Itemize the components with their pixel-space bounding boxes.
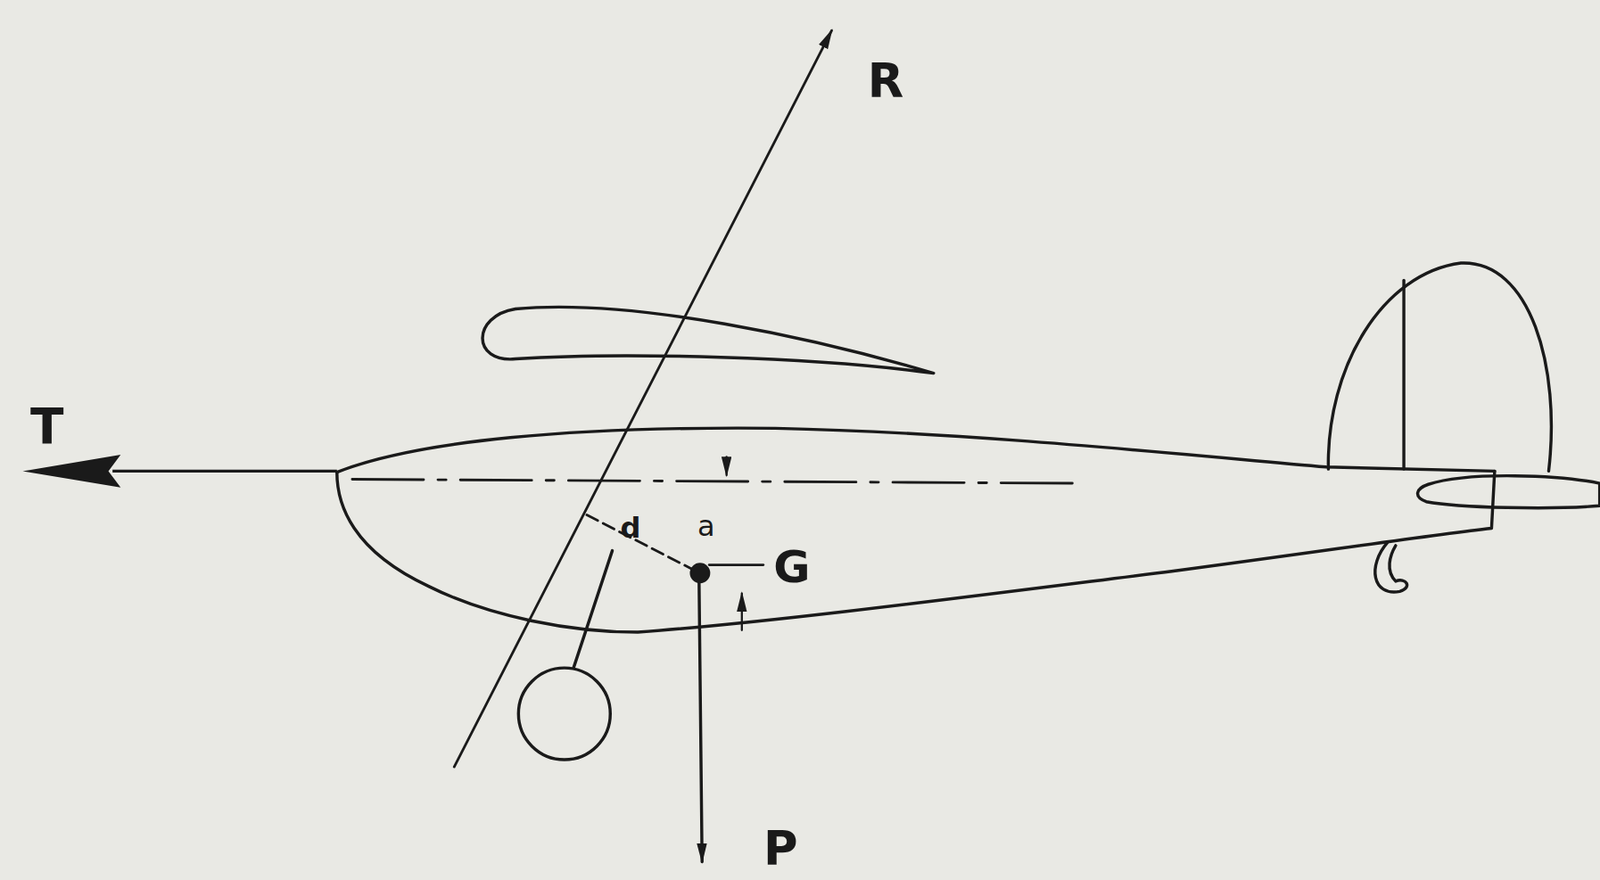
angle-arrow: [725, 456, 728, 476]
tail-wheel: [1375, 542, 1408, 593]
point-label: G: [773, 544, 810, 590]
fuselage: [337, 428, 1495, 472]
force-label: R: [867, 57, 905, 106]
g-leader: [709, 563, 764, 567]
center-of-gravity: [689, 562, 710, 584]
landing-gear-wheel: [518, 668, 611, 760]
dimension-label: d: [620, 513, 642, 543]
thrust-force: [112, 470, 338, 473]
resultant-force: [453, 30, 832, 768]
horizontal-stabilizer: [1418, 476, 1600, 509]
rudder-hinge: [1402, 280, 1405, 471]
dimension-label: a: [697, 511, 716, 541]
center-line: [352, 479, 1084, 485]
landing-gear-strut: [573, 551, 612, 669]
wing-airfoil: [482, 306, 934, 373]
thrust-arrowhead: [23, 454, 122, 488]
vertical-fin: [1327, 263, 1551, 471]
weight-force: [699, 576, 702, 862]
force-label: T: [30, 402, 64, 452]
force-label: P: [763, 824, 799, 873]
angle-arrow: [741, 593, 743, 631]
fuselage: [337, 470, 1495, 633]
